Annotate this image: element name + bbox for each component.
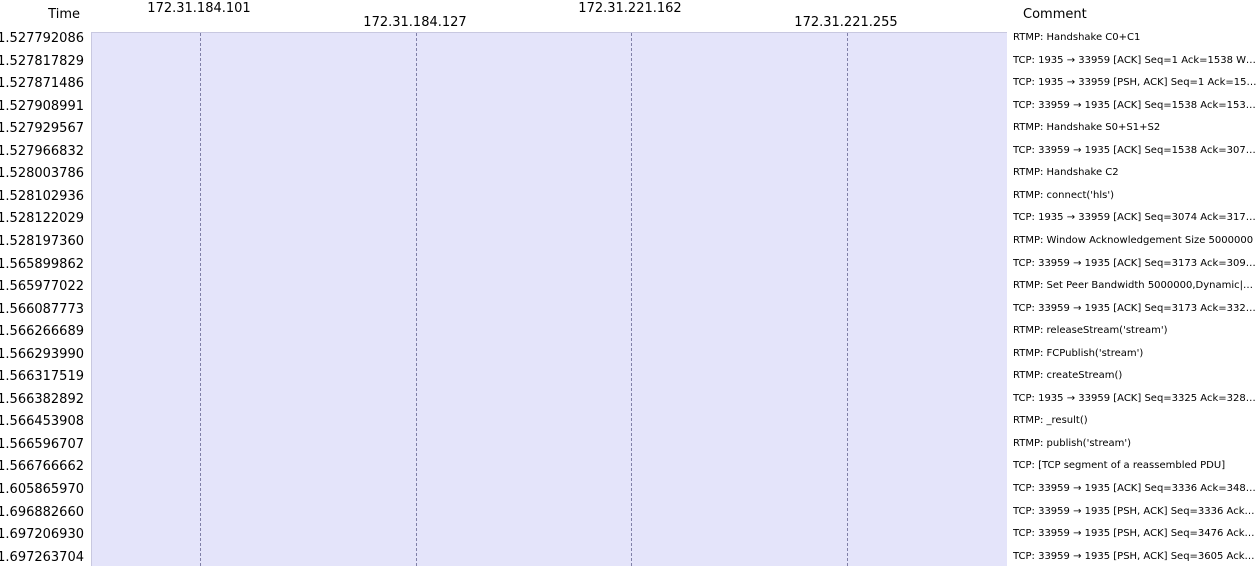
host-lifeline	[416, 33, 417, 566]
packet-time: 1.528122029	[0, 211, 84, 227]
packet-comment: TCP: 1935 → 33959 [ACK] Seq=3325 Ack=328…	[1013, 392, 1257, 404]
packet-row[interactable]: 1.528102936 RTMP: connect('hls')	[0, 186, 1259, 208]
packet-time: 1.566087773	[0, 301, 84, 317]
packet-time: 1.566382892	[0, 391, 84, 407]
packet-time: 1.566293990	[0, 346, 84, 362]
packet-comment: RTMP: Set Peer Bandwidth 5000000,Dynamic…	[1013, 280, 1257, 292]
packet-comment: TCP: 33959 → 1935 [PSH, ACK] Seq=3336 Ac…	[1013, 505, 1257, 517]
packet-row[interactable]: 1.697206930 TCP: 33959 → 1935 [PSH, ACK] …	[0, 524, 1259, 546]
packet-comment: RTMP: connect('hls')	[1013, 189, 1115, 201]
packet-comment: TCP: 33959 → 1935 [ACK] Seq=1538 Ack=153…	[1013, 99, 1257, 111]
packet-time: 1.696882660	[0, 504, 84, 520]
host-header-1[interactable]: 172.31.184.101	[147, 1, 251, 16]
packet-time: 1.527871486	[0, 76, 84, 92]
packet-comment: RTMP: _result()	[1013, 415, 1088, 427]
packet-comment: RTMP: createStream()	[1013, 370, 1123, 382]
packet-comment: TCP: 33959 → 1935 [ACK] Seq=3336 Ack=348…	[1013, 483, 1257, 494]
packet-time: 1.527792086	[0, 31, 84, 46]
packet-row[interactable]: 1.566317519 RTMP: createStream()	[0, 366, 1259, 388]
packet-comment: TCP: 1935 → 33959 [ACK] Seq=1 Ack=1538 W…	[1013, 54, 1257, 66]
packet-comment: RTMP: Handshake C2	[1013, 167, 1119, 179]
packet-time: 1.697263704	[0, 549, 84, 565]
packet-row[interactable]: 1.566596707 RTMP: publish('stream')	[0, 434, 1259, 456]
packet-comment: TCP: 33959 → 1935 [ACK] Seq=3173 Ack=332…	[1013, 302, 1257, 314]
packet-time: 1.566266689	[0, 324, 84, 340]
packet-row[interactable]: 1.565977022 RTMP: Set Peer Bandwidth 5000…	[0, 276, 1259, 298]
packet-time: 1.697206930	[0, 527, 84, 543]
packet-time: 1.527817829	[0, 53, 84, 69]
packet-row[interactable]: 1.528122029 TCP: 1935 → 33959 [ACK] Seq=3…	[0, 208, 1259, 230]
host-header-3[interactable]: 172.31.221.162	[578, 1, 682, 16]
packet-time: 1.527929567	[0, 121, 84, 137]
packet-row[interactable]: 1.527908991 TCP: 33959 → 1935 [ACK] Seq=1…	[0, 96, 1259, 118]
packet-time: 1.528197360	[0, 233, 84, 249]
packet-comment: RTMP: FCPublish('stream')	[1013, 347, 1144, 359]
packet-comment: RTMP: Window Acknowledgement Size 500000…	[1013, 234, 1254, 246]
packet-row[interactable]: 1.696882660 TCP: 33959 → 1935 [PSH, ACK] …	[0, 502, 1259, 524]
time-column-header: Time	[48, 7, 80, 22]
packet-comment: TCP: 33959 → 1935 [ACK] Seq=1538 Ack=307…	[1013, 144, 1257, 156]
packet-comment: TCP: 33959 → 1935 [ACK] Seq=3173 Ack=309…	[1013, 257, 1257, 269]
packet-time: 1.527908991	[0, 98, 84, 114]
packet-row[interactable]: 1.527817829 TCP: 1935 → 33959 [ACK] Seq=1…	[0, 51, 1259, 73]
packet-time: 1.528102936	[0, 188, 84, 204]
packet-row[interactable]: 1.697263704 TCP: 33959 → 1935 [PSH, ACK] …	[0, 547, 1259, 569]
packet-time: 1.566317519	[0, 369, 84, 385]
packet-time: 1.528003786	[0, 166, 84, 182]
host-header-2[interactable]: 172.31.184.127	[363, 15, 467, 30]
packet-row[interactable]: 1.527966832 TCP: 33959 → 1935 [ACK] Seq=1…	[0, 141, 1259, 163]
packet-comment: TCP: 33959 → 1935 [PSH, ACK] Seq=3605 Ac…	[1013, 550, 1257, 562]
packet-comment: RTMP: releaseStream('stream')	[1013, 325, 1168, 337]
host-lifeline	[847, 33, 848, 566]
host-header-4[interactable]: 172.31.221.255	[794, 15, 898, 30]
flow-graph-area[interactable]	[91, 32, 1007, 566]
packet-row[interactable]: 1.566293990 RTMP: FCPublish('stream')	[0, 344, 1259, 366]
packet-row[interactable]: 1.528197360 RTMP: Window Acknowledgement …	[0, 231, 1259, 253]
packet-time: 1.605865970	[0, 482, 84, 497]
host-lifeline	[200, 33, 201, 566]
packet-row[interactable]: 1.527792086 RTMP: Handshake C0+C1	[0, 28, 1259, 50]
packet-comment: TCP: [TCP segment of a reassembled PDU]	[1013, 460, 1226, 472]
packet-row[interactable]: 1.566766662 TCP: [TCP segment of a reasse…	[0, 456, 1259, 478]
packet-row[interactable]: 1.566382892 TCP: 1935 → 33959 [ACK] Seq=3…	[0, 389, 1259, 411]
packet-comment: TCP: 1935 → 33959 [PSH, ACK] Seq=1 Ack=1…	[1013, 77, 1257, 89]
packet-time: 1.566596707	[0, 436, 84, 452]
packet-comment: TCP: 1935 → 33959 [ACK] Seq=3074 Ack=317…	[1013, 212, 1257, 224]
packet-row[interactable]: 1.527871486 TCP: 1935 → 33959 [PSH, ACK] …	[0, 73, 1259, 95]
packet-row[interactable]: 1.565899862 TCP: 33959 → 1935 [ACK] Seq=3…	[0, 254, 1259, 276]
packet-comment: RTMP: Handshake C0+C1	[1013, 32, 1141, 43]
packet-time: 1.527966832	[0, 143, 84, 159]
packet-comment: RTMP: publish('stream')	[1013, 437, 1132, 449]
host-lifeline	[631, 33, 632, 566]
packet-row[interactable]: 1.566453908 RTMP: _result()	[0, 411, 1259, 433]
packet-time: 1.565899862	[0, 256, 84, 272]
comment-column-header: Comment	[1023, 7, 1087, 22]
packet-time: 1.566453908	[0, 414, 84, 430]
packet-row[interactable]: 1.566087773 TCP: 33959 → 1935 [ACK] Seq=3…	[0, 299, 1259, 321]
packet-comment: TCP: 33959 → 1935 [PSH, ACK] Seq=3476 Ac…	[1013, 528, 1257, 540]
packet-row[interactable]: 1.527929567 RTMP: Handshake S0+S1+S2	[0, 118, 1259, 140]
packet-row[interactable]: 1.528003786 RTMP: Handshake C2	[0, 163, 1259, 185]
packet-row[interactable]: 1.566266689 RTMP: releaseStream('stream')	[0, 321, 1259, 343]
packet-row[interactable]: 1.605865970 TCP: 33959 → 1935 [ACK] Seq=3…	[0, 479, 1259, 501]
packet-comment: RTMP: Handshake S0+S1+S2	[1013, 122, 1161, 134]
packet-time: 1.565977022	[0, 279, 84, 295]
packet-time: 1.566766662	[0, 459, 84, 475]
